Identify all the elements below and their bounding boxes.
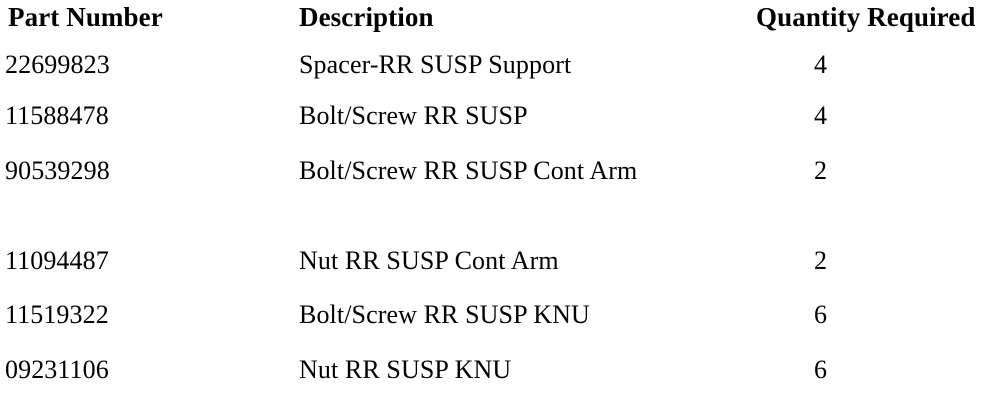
cell-part-number: 90539298 [5, 156, 110, 185]
column-header-description: Description [299, 2, 434, 32]
cell-description: Bolt/Screw RR SUSP KNU [299, 300, 590, 329]
cell-description: Nut RR SUSP KNU [299, 355, 512, 384]
cell-quantity-required: 4 [814, 50, 828, 79]
table-header-row: Part Number Description Quantity Require… [0, 0, 992, 48]
cell-part-number: 11094487 [5, 246, 109, 275]
cell-description: Spacer-RR SUSP Support [299, 50, 572, 79]
cell-part-number: 09231106 [5, 355, 109, 384]
table-body: 22699823 Spacer-RR SUSP Support 4 115884… [0, 48, 992, 397]
column-header-quantity-required: Quantity Required [756, 2, 976, 32]
table-header: Part Number Description Quantity Require… [0, 0, 992, 48]
table-row: 90539298 Bolt/Screw RR SUSP Cont Arm 2 [0, 154, 992, 244]
column-header-part-number: Part Number [8, 2, 163, 32]
cell-part-number: 22699823 [5, 50, 110, 79]
cell-quantity-required: 4 [814, 101, 828, 130]
cell-part-number: 11519322 [5, 300, 109, 329]
cell-description: Bolt/Screw RR SUSP Cont Arm [299, 156, 638, 185]
cell-description: Bolt/Screw RR SUSP [299, 101, 528, 130]
cell-quantity-required: 2 [814, 156, 828, 185]
table-row: 11588478 Bolt/Screw RR SUSP 4 [0, 99, 992, 154]
cell-quantity-required: 6 [814, 355, 828, 384]
cell-quantity-required: 2 [814, 246, 828, 275]
table-row: 11094487 Nut RR SUSP Cont Arm 2 [0, 244, 992, 298]
table-row: 09231106 Nut RR SUSP KNU 6 [0, 353, 992, 397]
cell-description: Nut RR SUSP Cont Arm [299, 246, 559, 275]
cell-quantity-required: 6 [814, 300, 828, 329]
table-row: 22699823 Spacer-RR SUSP Support 4 [0, 48, 992, 99]
cell-part-number: 11588478 [5, 101, 109, 130]
table-row: 11519322 Bolt/Screw RR SUSP KNU 6 [0, 298, 992, 353]
